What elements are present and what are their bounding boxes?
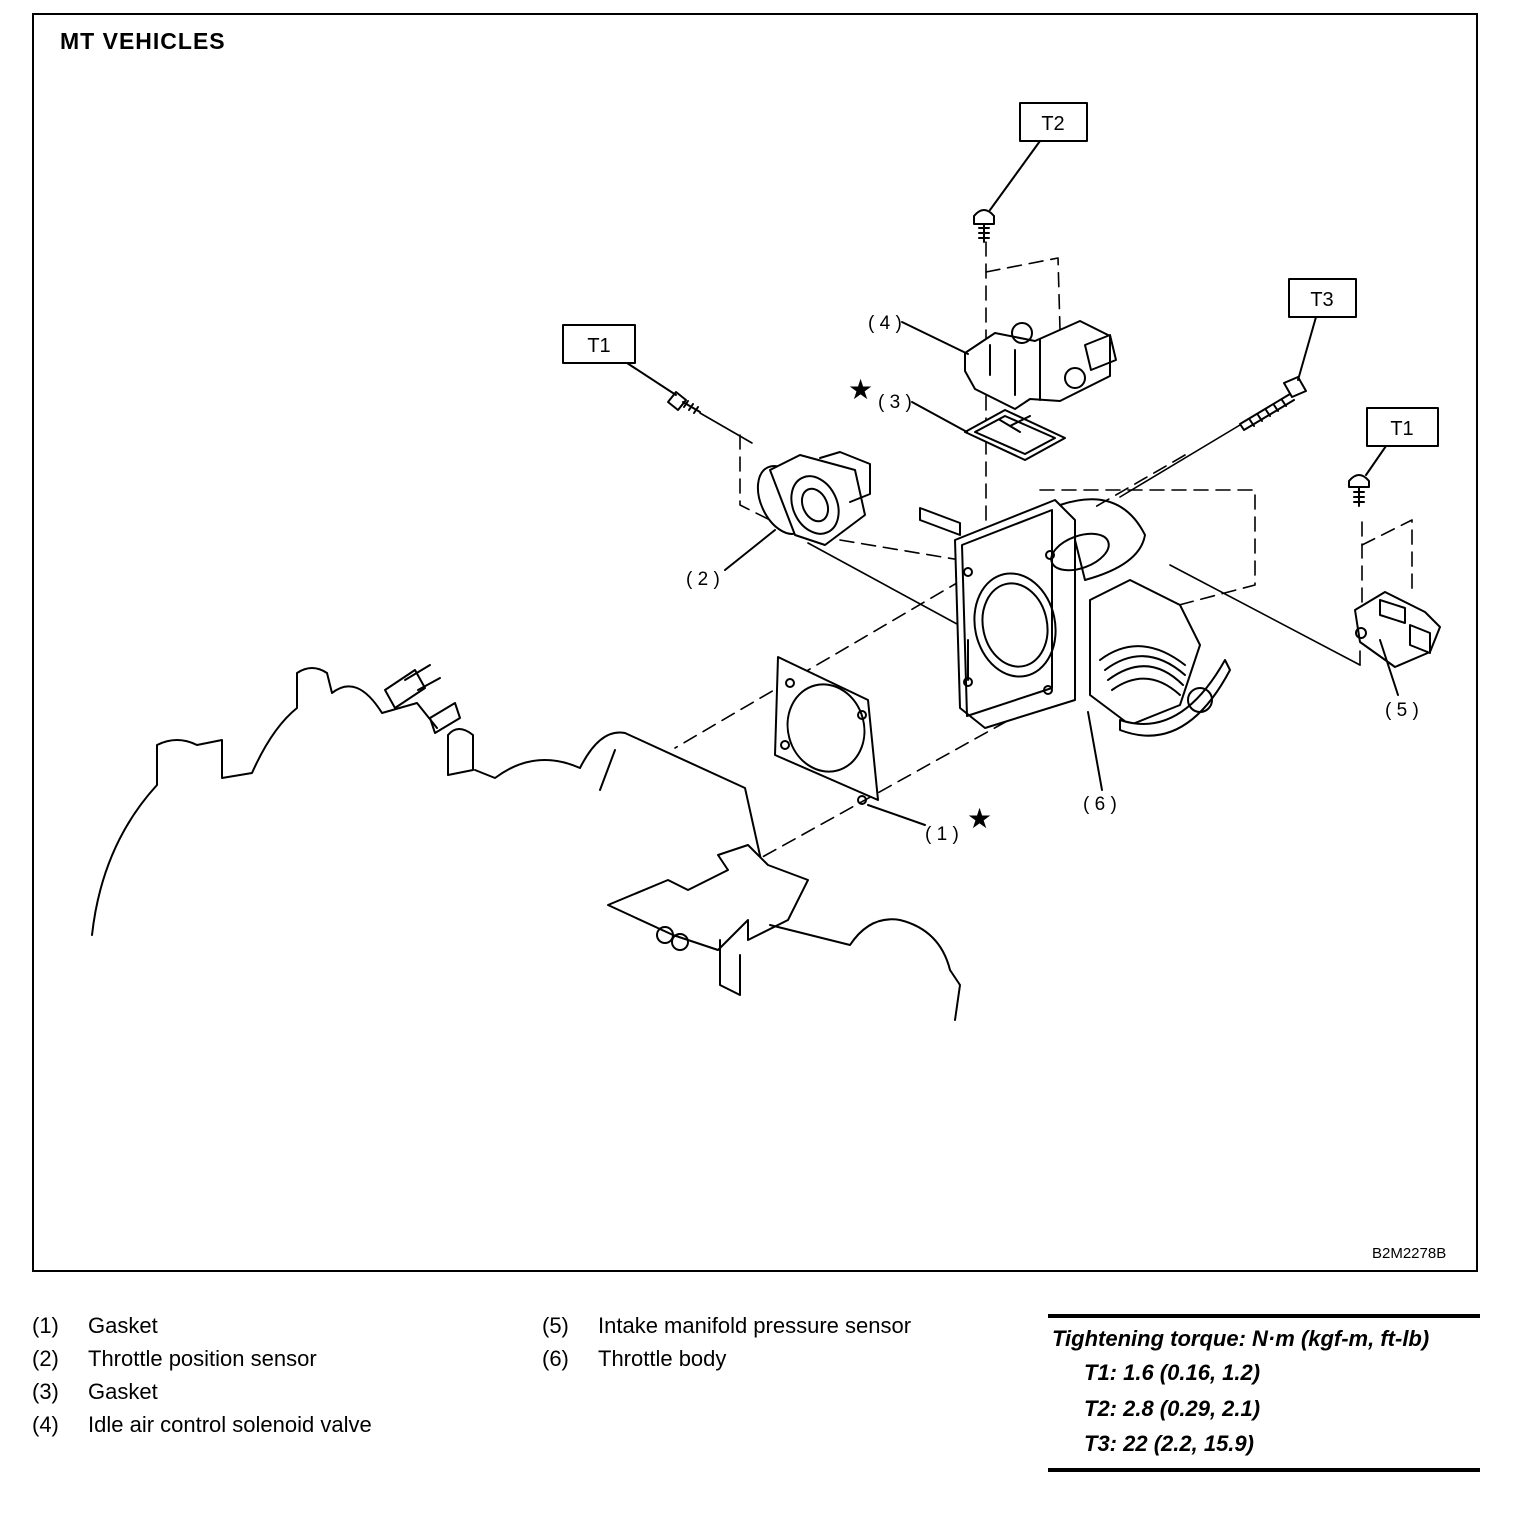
figure-title: MT VEHICLES — [60, 28, 226, 54]
legend-item: (5) Intake manifold pressure sensor — [542, 1313, 912, 1338]
label-p2: ( 2 ) — [686, 569, 720, 590]
iac-gasket — [911, 401, 1066, 461]
svg-text:T2: T2 — [1041, 113, 1064, 135]
callout-t3: T3 — [1288, 278, 1357, 381]
pressure-sensor — [1354, 591, 1441, 696]
torque-t3: T3: 22 (2.2, 15.9) — [1084, 1431, 1254, 1456]
legend-right: (5) Intake manifold pressure sensor (6) … — [542, 1313, 1022, 1379]
exploded-diagram: T2 T1 T3 T1 — [91, 102, 1441, 1021]
callout-t1-left: T1 — [562, 324, 677, 396]
svg-text:T3: T3 — [1310, 289, 1333, 311]
idle-air-control-valve — [901, 320, 1117, 410]
legend-item: (1) Gasket — [32, 1313, 158, 1338]
throttle-position-sensor — [724, 451, 871, 571]
bolt-t2-icon — [973, 209, 995, 243]
label-p3: ( 3 ) — [878, 392, 912, 413]
replace-star-icons: ★ ★ — [848, 374, 992, 834]
divider — [1048, 1468, 1480, 1472]
legend-item: (4) Idle air control solenoid valve — [32, 1412, 372, 1437]
figure-code: B2M2278B — [1372, 1245, 1447, 1262]
throttle-body — [919, 498, 1231, 791]
label-p1: ( 1 ) — [925, 824, 959, 845]
figure-frame — [32, 13, 1478, 1272]
part-labels: ( 4 ) ( 3 ) ( 2 ) ( 5 ) ( 6 ) ( 1 ) — [686, 313, 1419, 845]
svg-text:T1: T1 — [587, 335, 610, 357]
label-p5: ( 5 ) — [1385, 700, 1419, 721]
legend-left: (1) Gasket (2) Throttle position sensor … — [32, 1313, 512, 1445]
throttle-gasket — [774, 656, 926, 826]
label-p6: ( 6 ) — [1083, 794, 1117, 815]
legend-item: (6) Throttle body — [542, 1346, 727, 1371]
callout-t1-right: T1 — [1365, 407, 1439, 476]
star-icon: ★ — [848, 374, 873, 405]
label-p4: ( 4 ) — [868, 313, 902, 334]
connector-lines — [699, 412, 1361, 666]
torque-t2: T2: 2.8 (0.29, 2.1) — [1084, 1396, 1261, 1421]
svg-text:T1: T1 — [1390, 418, 1413, 440]
legend-item: (2) Throttle position sensor — [32, 1346, 317, 1371]
torque-specs: Tightening torque: N·m (kgf-m, ft-lb) T1… — [1048, 1314, 1480, 1472]
star-icon: ★ — [967, 803, 992, 834]
callout-t2: T2 — [989, 102, 1088, 211]
bolt-t1-left-icon — [667, 391, 701, 414]
bolt-t1-right-icon — [1348, 474, 1370, 507]
torque-heading: Tightening torque: N·m (kgf-m, ft-lb) — [1052, 1326, 1430, 1351]
torque-t1: T1: 1.6 (0.16, 1.2) — [1084, 1360, 1261, 1385]
legend-item: (3) Gasket — [32, 1379, 158, 1404]
engine-outline — [91, 664, 961, 1021]
bolt-t3-icon — [1239, 376, 1307, 431]
divider — [1048, 1314, 1480, 1318]
